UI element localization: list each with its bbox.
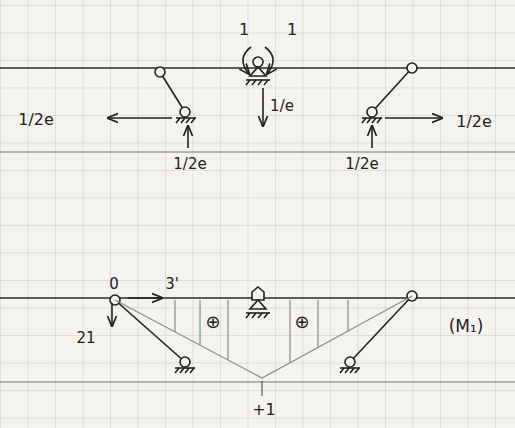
- force-label: 1/2e: [456, 114, 492, 130]
- top-structure: [108, 47, 442, 148]
- diagram-name: (M₁): [449, 318, 484, 335]
- force-label: 1/2e: [18, 112, 54, 128]
- sign-mark: ⊕: [205, 313, 220, 331]
- value-label: +1: [252, 402, 276, 418]
- sign-mark: ⊕: [294, 313, 309, 331]
- moment-diagram: [115, 296, 412, 396]
- beam-lines: [0, 68, 515, 382]
- rotation-label: 3': [165, 277, 179, 292]
- moment-label: 1: [287, 22, 297, 38]
- displacement-label: 21: [76, 331, 95, 346]
- point-label: 0: [109, 277, 119, 292]
- moment-label: 1: [239, 22, 249, 38]
- force-label: 1/2e: [173, 157, 206, 172]
- bottom-structure: [110, 287, 417, 373]
- force-label: 1/e: [270, 99, 294, 114]
- force-label: 1/2e: [345, 157, 378, 172]
